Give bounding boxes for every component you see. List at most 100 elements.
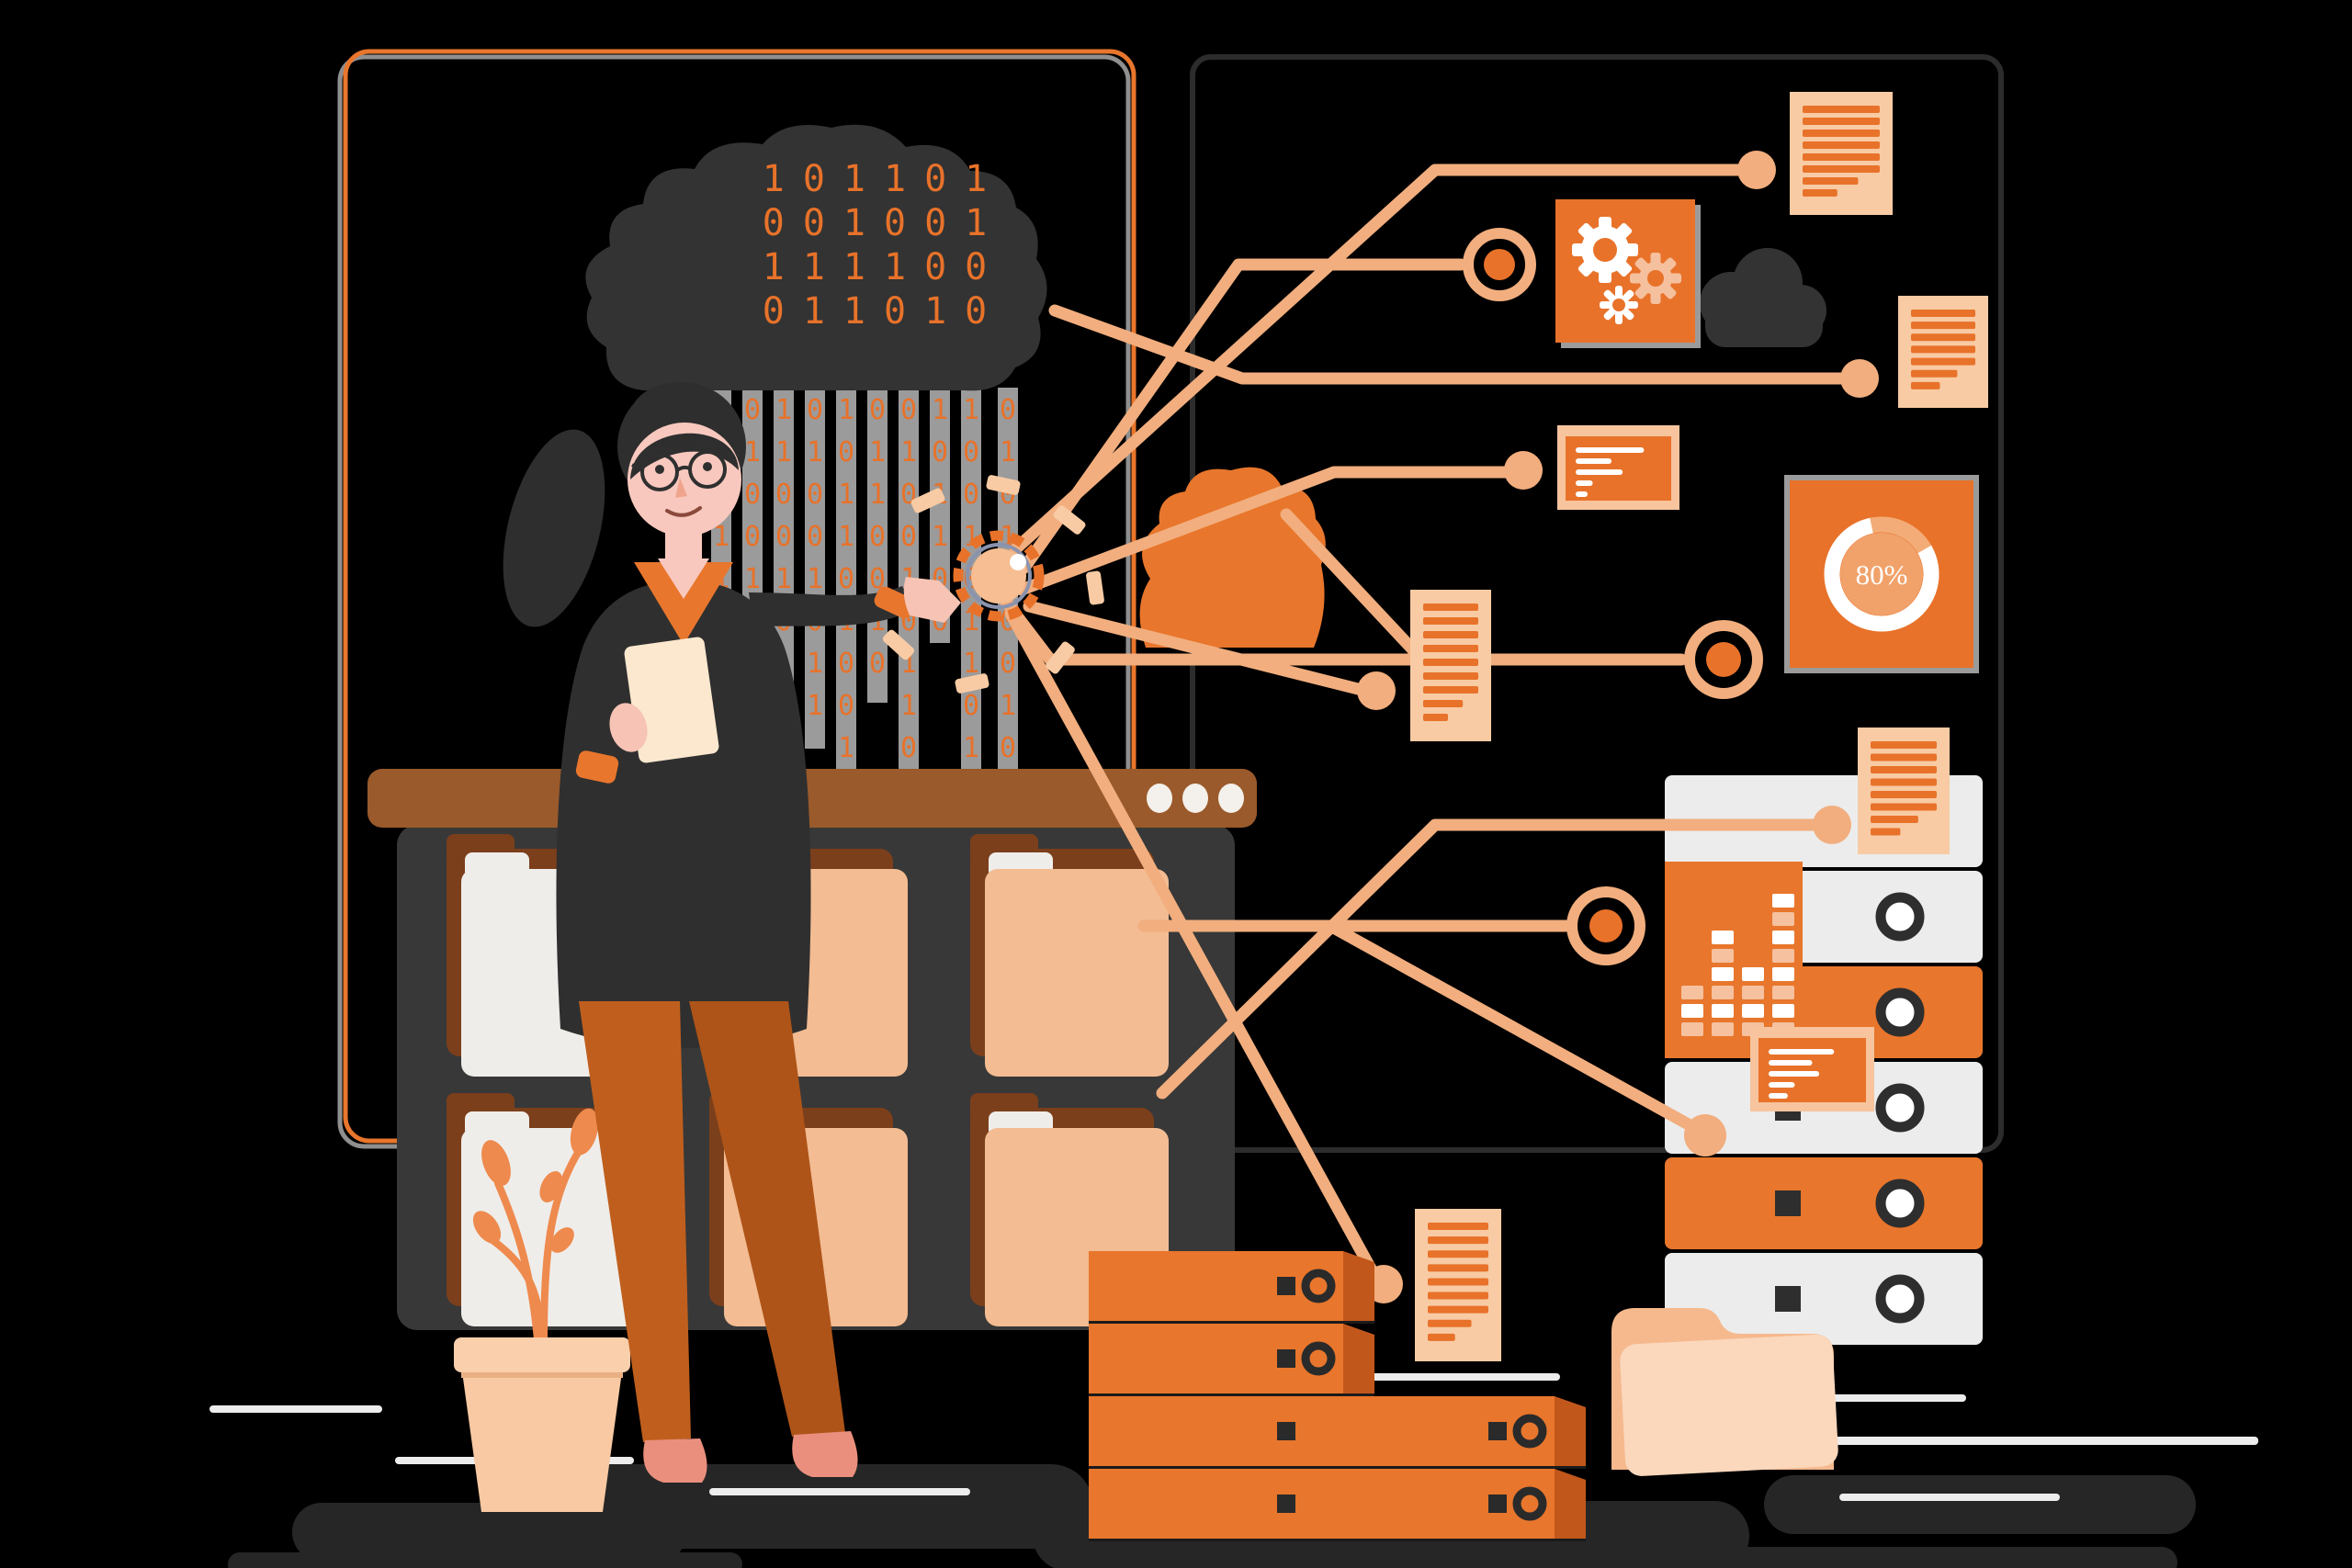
woman-eyes — [655, 462, 712, 474]
paper-bit-icon — [910, 488, 945, 513]
svg-text:0: 0 — [807, 479, 823, 511]
desk-dots — [1147, 784, 1244, 813]
binary-row: 111100 — [763, 246, 1006, 288]
plant-icon — [454, 1108, 630, 1512]
power-square-icon — [1277, 1277, 1295, 1295]
binary-column: 0110010 — [867, 388, 888, 703]
woman-left-leg — [579, 1001, 691, 1442]
power-square-icon — [1277, 1349, 1295, 1368]
paper-bit-icon — [1046, 641, 1075, 674]
woman-neck — [665, 520, 702, 564]
gear-icon — [1630, 253, 1681, 304]
svg-text:1: 1 — [869, 436, 886, 468]
target-node-icon — [953, 530, 1045, 622]
power-button-icon — [1875, 987, 1925, 1037]
progress-label: 80% — [1856, 558, 1908, 591]
woman-right-shoe — [792, 1431, 858, 1477]
svg-text:0: 0 — [838, 563, 854, 595]
svg-text:0: 0 — [1000, 648, 1016, 680]
power-button-icon — [1512, 1486, 1547, 1521]
svg-text:1: 1 — [963, 648, 979, 680]
svg-text:0: 0 — [744, 394, 761, 426]
paper-bit-icon — [1086, 570, 1104, 605]
gear-icon — [1600, 286, 1638, 324]
server-stack-unit — [1089, 1251, 1374, 1324]
woman-right-leg — [689, 1001, 845, 1437]
svg-text:1: 1 — [1000, 436, 1016, 468]
svg-text:1: 1 — [713, 521, 729, 553]
circuit-lines — [1000, 164, 1849, 1285]
svg-text:1: 1 — [807, 436, 823, 468]
paper-bit-icon — [986, 475, 1021, 495]
svg-text:1: 1 — [807, 648, 823, 680]
svg-text:1: 1 — [869, 479, 886, 511]
svg-text:1: 1 — [775, 436, 792, 468]
svg-text:0: 0 — [869, 648, 886, 680]
code-panel-icons — [1557, 425, 1874, 1111]
power-square-icon — [1488, 1495, 1507, 1513]
woman-ponytail — [503, 429, 605, 627]
power-square-icon — [1775, 1190, 1801, 1216]
woman-left-shoe — [643, 1438, 707, 1483]
orange-cloud-icon — [1139, 467, 1326, 648]
document-icons — [1410, 92, 1988, 1361]
power-button-icon — [1875, 1179, 1925, 1228]
svg-text:1: 1 — [775, 563, 792, 595]
svg-text:0: 0 — [900, 521, 917, 553]
svg-text:1: 1 — [807, 690, 823, 722]
svg-text:1: 1 — [838, 521, 854, 553]
equalizer-icon — [1665, 862, 1803, 1058]
svg-text:0: 0 — [963, 436, 979, 468]
svg-text:0: 0 — [963, 479, 979, 511]
code-panel-icon — [1557, 425, 1679, 510]
woman-smile — [665, 506, 702, 517]
document-icon — [1898, 296, 1988, 408]
svg-text:0: 0 — [900, 394, 917, 426]
document-icon — [1790, 92, 1893, 215]
power-square-icon — [1277, 1495, 1295, 1513]
svg-text:0: 0 — [838, 436, 854, 468]
svg-text:0: 0 — [1000, 394, 1016, 426]
tablet — [624, 637, 719, 763]
paper-bit-icon — [882, 629, 915, 660]
svg-text:0: 0 — [1000, 732, 1016, 764]
power-square-icon — [1277, 1422, 1295, 1440]
power-button-icon — [1301, 1269, 1336, 1303]
svg-text:0: 0 — [838, 648, 854, 680]
document-icon — [1858, 728, 1950, 854]
svg-text:1: 1 — [932, 521, 948, 553]
svg-text:0: 0 — [744, 479, 761, 511]
woman-left-hand — [609, 703, 648, 752]
svg-text:1: 1 — [775, 394, 792, 426]
paper-bit-icon — [1053, 505, 1086, 535]
woman-shirt — [634, 562, 733, 645]
power-square-icon — [1775, 1286, 1801, 1312]
svg-text:1: 1 — [900, 690, 917, 722]
svg-text:1: 1 — [838, 394, 854, 426]
svg-text:1: 1 — [963, 732, 979, 764]
server-stack-unit — [1300, 1469, 1586, 1541]
folder-icon — [1611, 1308, 1838, 1476]
svg-text:0: 0 — [900, 732, 917, 764]
svg-text:0: 0 — [869, 563, 886, 595]
svg-text:1: 1 — [744, 563, 761, 595]
svg-text:0: 0 — [869, 394, 886, 426]
binary-row: 101101 — [763, 158, 1006, 200]
ring-node-icons — [1463, 228, 1763, 965]
server-stack-unit — [1300, 1396, 1586, 1469]
gear-icon — [1572, 217, 1638, 283]
folder-icon — [970, 834, 1169, 1077]
woman-nose — [675, 478, 687, 498]
document-icon — [1415, 1209, 1501, 1361]
woman-right-arm — [749, 586, 915, 626]
svg-text:1: 1 — [807, 563, 823, 595]
svg-text:0: 0 — [932, 436, 948, 468]
woman-right-hand — [903, 577, 961, 623]
svg-text:0: 0 — [963, 690, 979, 722]
binary-row: 011010 — [763, 290, 1006, 333]
svg-text:0: 0 — [775, 521, 792, 553]
server-unit — [1665, 1253, 1983, 1345]
